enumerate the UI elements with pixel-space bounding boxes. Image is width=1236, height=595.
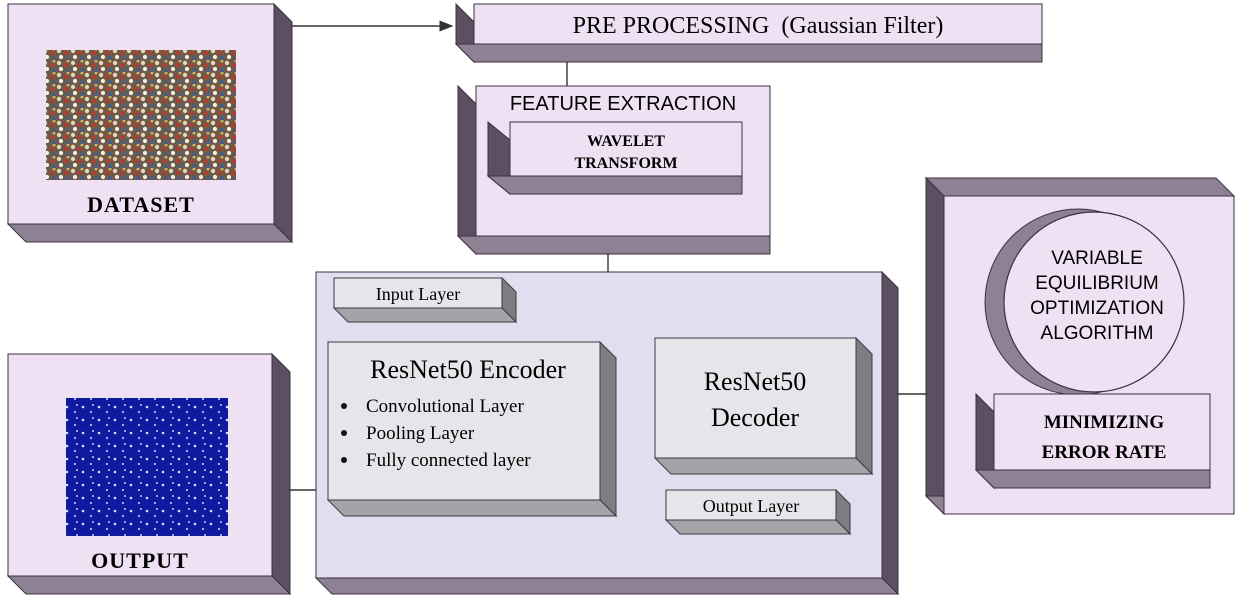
encoder-item-3: Fully connected layer <box>366 450 531 471</box>
preprocessing-label: PRE PROCESSING (Gaussian Filter) <box>573 13 944 39</box>
optimization-circle <box>1003 211 1185 393</box>
decoder-line1: ResNet50 <box>704 367 807 396</box>
wavelet-line2: TRANSFORM <box>574 155 677 172</box>
crowd-image <box>46 50 236 180</box>
encoder-title: ResNet50 Encoder <box>370 355 566 384</box>
circle-line-4: ALGORITHM <box>1041 323 1154 344</box>
minimizing-line1: MINIMIZING <box>1044 412 1165 433</box>
circle-line-2: EQUILIBRIUM <box>1035 273 1159 294</box>
bullet-1 <box>341 403 347 409</box>
minimizing-line2: ERROR RATE <box>1042 442 1167 463</box>
output-box: OUTPUT <box>6 352 292 595</box>
output-layer-box: Output Layer <box>664 488 852 536</box>
wavelet-transform-box: WAVELET TRANSFORM <box>486 120 743 196</box>
encoder-box: ResNet50 Encoder Convolutional Layer Poo… <box>326 340 618 518</box>
network-container: Input Layer ResNet50 Encoder Convolution… <box>314 270 900 595</box>
encoder-item-2: Pooling Layer <box>366 423 475 444</box>
minimizing-error-box: MINIMIZING ERROR RATE <box>974 392 1211 490</box>
dataset-box: DATASET <box>6 2 294 244</box>
output-label: OUTPUT <box>91 548 189 573</box>
feature-extraction-box: FEATURE EXTRACTION WAVELET TRANSFORM <box>456 84 771 256</box>
decoder-line2: Decoder <box>711 403 799 432</box>
dataset-label: DATASET <box>87 192 195 217</box>
bullet-2 <box>341 430 347 436</box>
density-map-image <box>66 398 228 536</box>
circle-line-1: VARIABLE <box>1051 248 1143 269</box>
feature-extraction-label: FEATURE EXTRACTION <box>510 93 736 115</box>
circle-line-3: OPTIMIZATION <box>1030 298 1164 319</box>
bullet-3 <box>341 457 347 463</box>
preprocessing-box: PRE PROCESSING (Gaussian Filter) <box>454 2 1043 64</box>
input-layer-label: Input Layer <box>376 284 460 304</box>
optimization-box: VARIABLE EQUILIBRIUM OPTIMIZATION ALGORI… <box>924 176 1236 516</box>
wavelet-line1: WAVELET <box>587 133 665 150</box>
output-layer-label: Output Layer <box>703 496 799 516</box>
encoder-item-1: Convolutional Layer <box>366 396 524 417</box>
decoder-box: ResNet50 Decoder <box>653 336 874 476</box>
input-layer-box: Input Layer <box>332 276 518 324</box>
